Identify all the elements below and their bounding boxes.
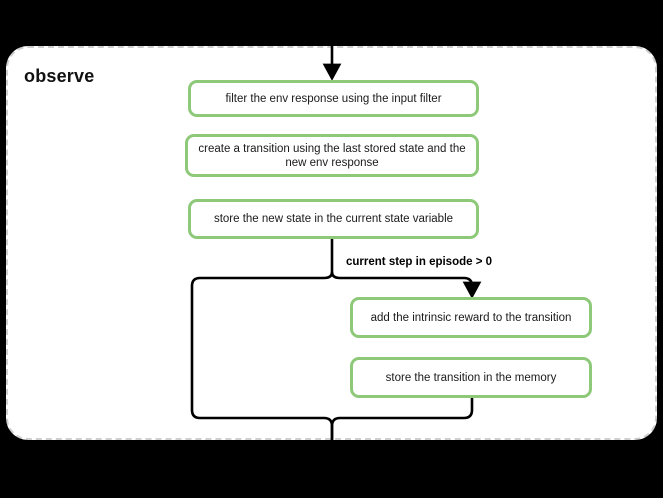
- node-store-new-state[interactable]: store the new state in the current state…: [188, 199, 479, 239]
- node-add-intrinsic-reward[interactable]: add the intrinsic reward to the transiti…: [350, 297, 592, 338]
- group-title: observe: [24, 66, 95, 86]
- edge-label-current-step-condition: current step in episode > 0: [346, 256, 493, 268]
- node-create-transition[interactable]: create a transition using the last store…: [185, 134, 479, 177]
- node-store-transition-memory[interactable]: store the transition in the memory: [350, 357, 592, 398]
- node-filter-env-response[interactable]: filter the env response using the input …: [188, 80, 479, 117]
